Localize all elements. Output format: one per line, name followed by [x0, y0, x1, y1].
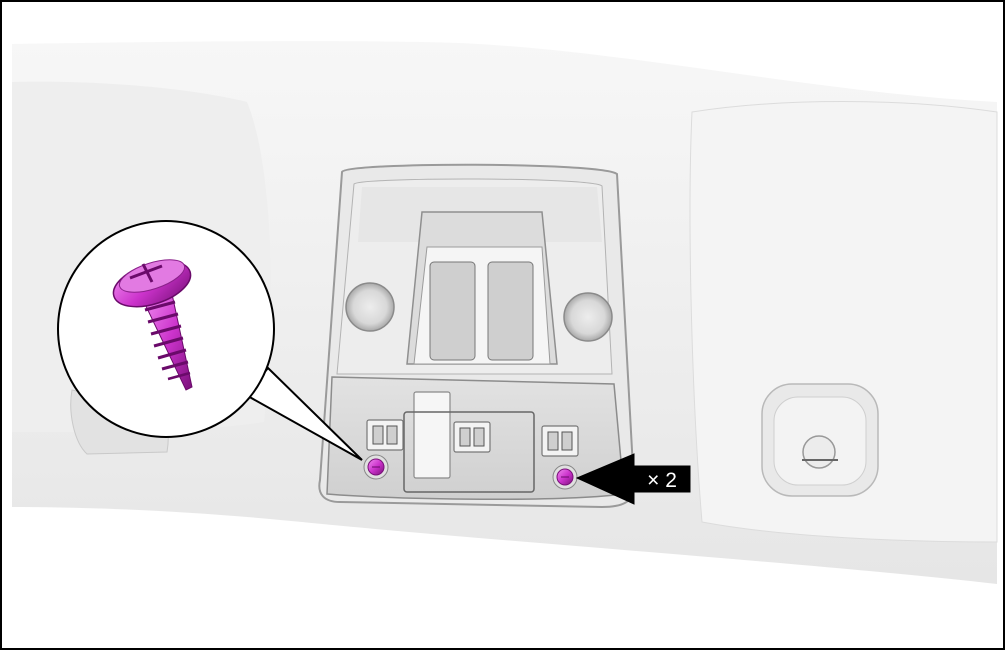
screw-right — [552, 464, 578, 490]
screw-detail-circle — [57, 220, 275, 438]
visor-clip — [761, 383, 879, 497]
switch-panel — [326, 376, 625, 501]
right-map-lamp — [563, 292, 613, 342]
quantity-label: × 2 — [647, 469, 677, 492]
center-switch — [453, 421, 491, 453]
left-map-lamp — [345, 282, 395, 332]
left-switch — [366, 419, 404, 451]
screw-left — [363, 454, 389, 480]
screw-icon — [112, 259, 193, 391]
overhead-console — [318, 163, 636, 509]
center-lens — [406, 211, 558, 365]
quantity-callout: × 2 — [575, 453, 691, 505]
right-switch — [541, 425, 579, 457]
